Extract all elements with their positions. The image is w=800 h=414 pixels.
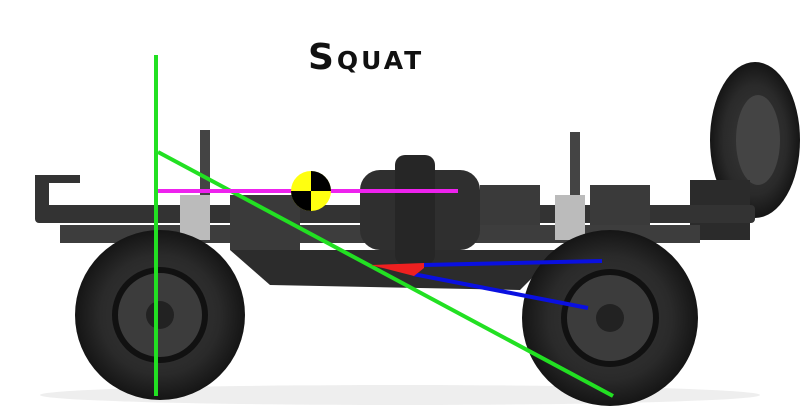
chassis-frame [35,130,755,290]
front-wheel [522,230,698,406]
instant-center-marker [371,263,424,276]
upper-link-line [422,259,603,267]
diagram-title: Squat [308,37,425,78]
rear-wheel [75,230,245,400]
center-of-gravity-icon [291,171,331,211]
lower-link-line [412,272,589,310]
